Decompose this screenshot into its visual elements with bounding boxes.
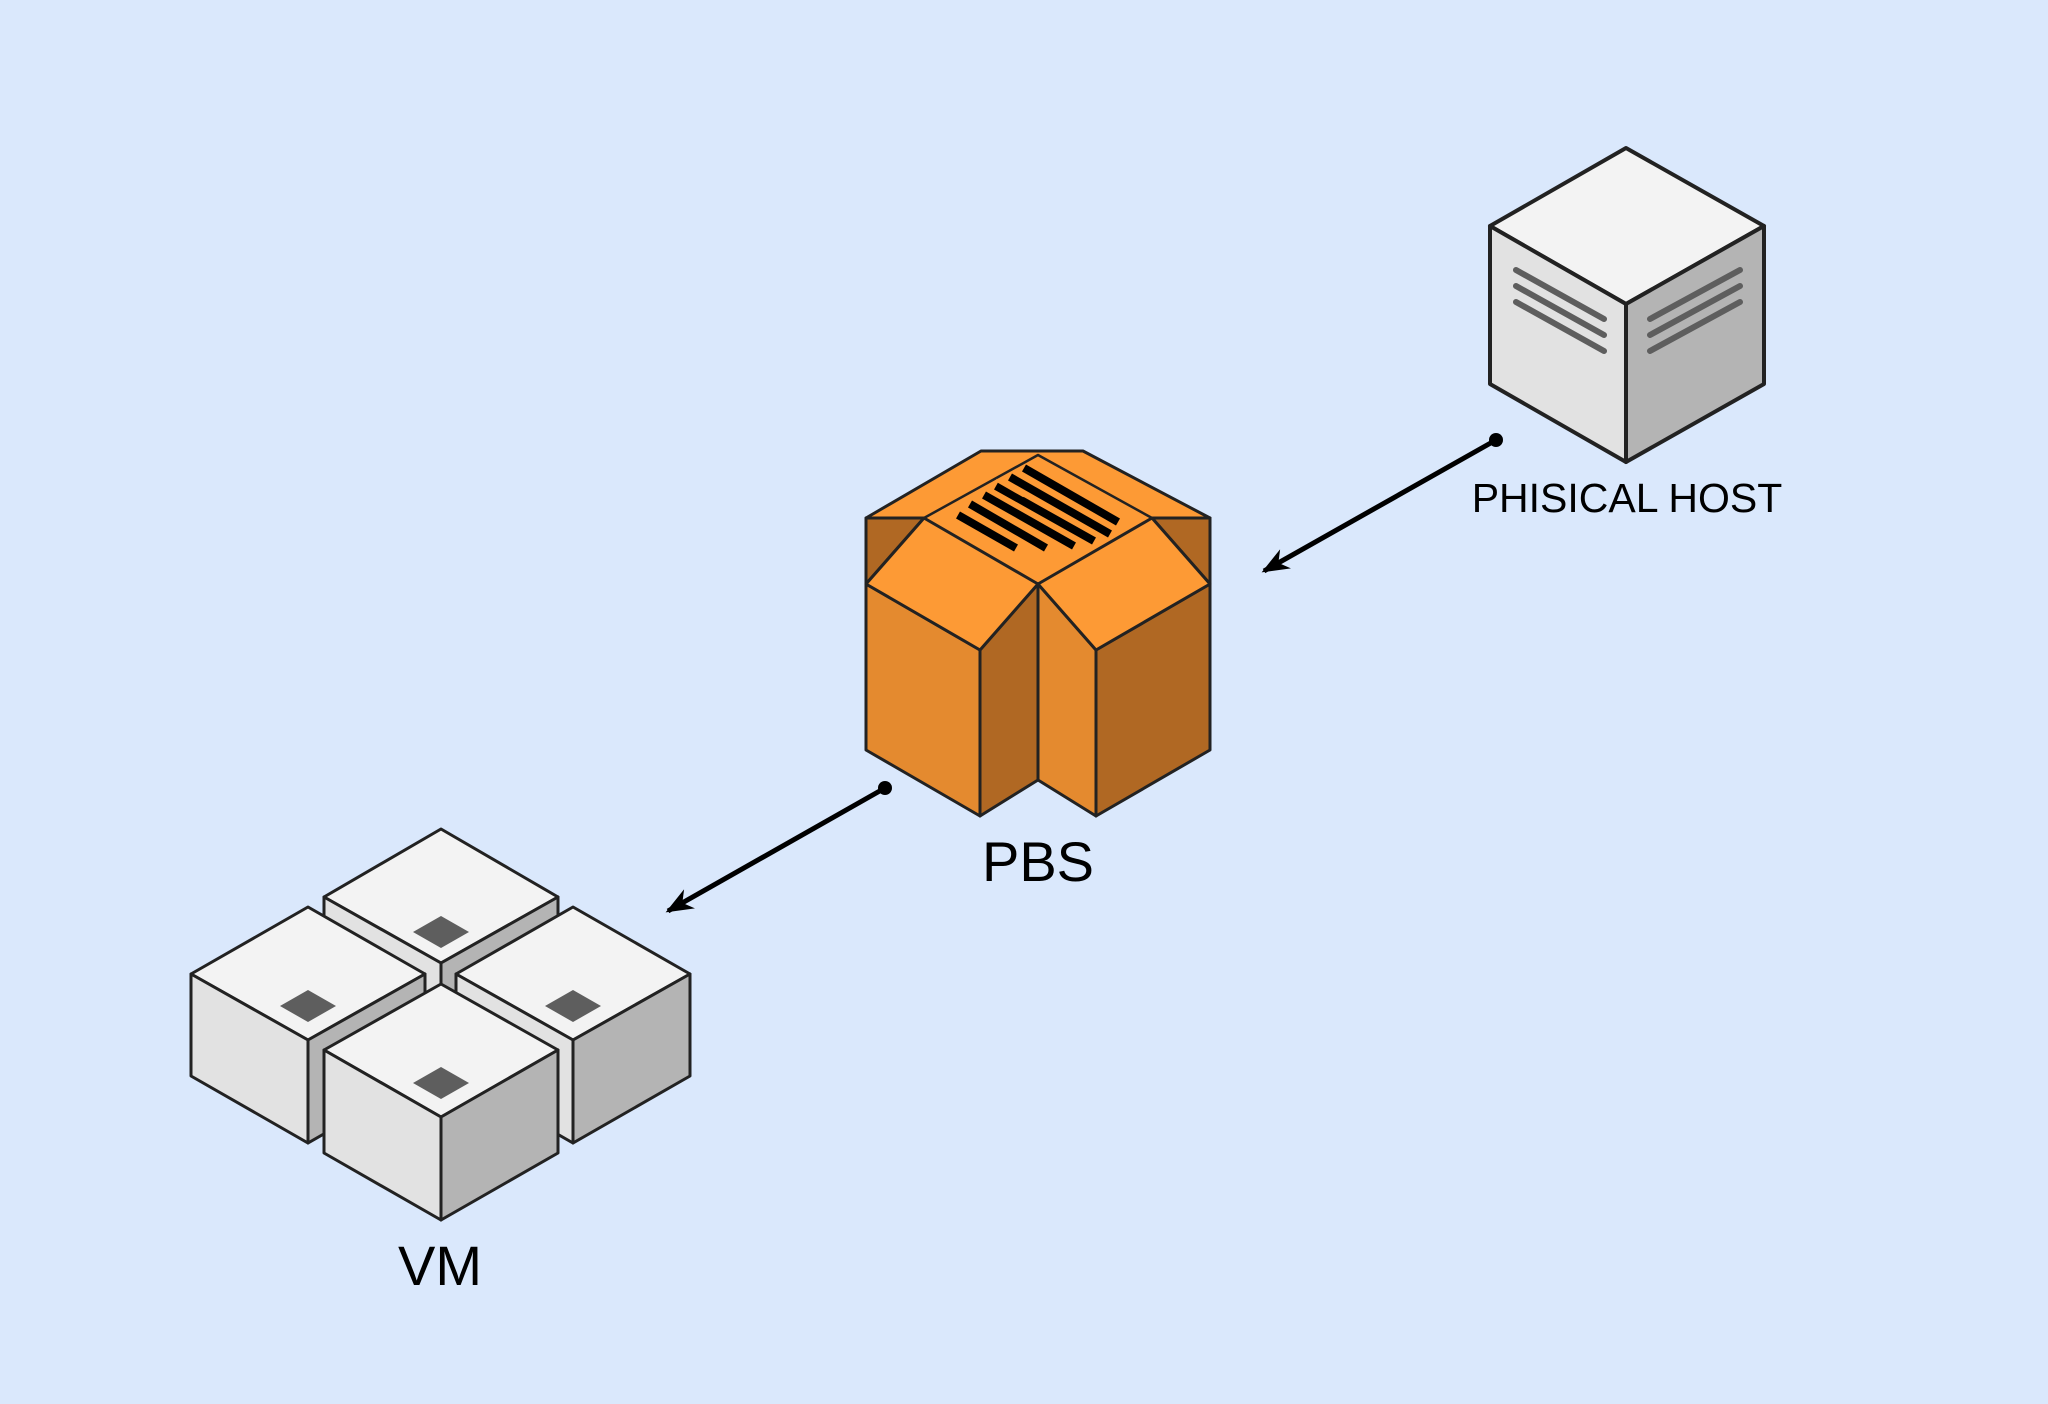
vm-node[interactable]: VM bbox=[189, 827, 692, 1297]
physical-host-label: PHISICAL HOST bbox=[1472, 475, 1783, 521]
pbs-label: PBS bbox=[982, 830, 1094, 893]
vm-label: VM bbox=[398, 1234, 482, 1297]
virtual-machines-icon bbox=[189, 827, 692, 1222]
physical-host-node[interactable]: PHISICAL HOST bbox=[1472, 146, 1783, 521]
physical-server-icon bbox=[1488, 146, 1766, 464]
edge-physical-host-to-pbs[interactable] bbox=[1261, 433, 1503, 574]
edge-arrow bbox=[1261, 437, 1498, 574]
edge-pbs-to-vm[interactable] bbox=[665, 781, 892, 914]
backup-server-icon bbox=[864, 449, 1212, 818]
vm-cube-front bbox=[322, 982, 560, 1222]
edge-arrow bbox=[665, 785, 887, 914]
pbs-node[interactable]: PBS bbox=[864, 449, 1212, 893]
